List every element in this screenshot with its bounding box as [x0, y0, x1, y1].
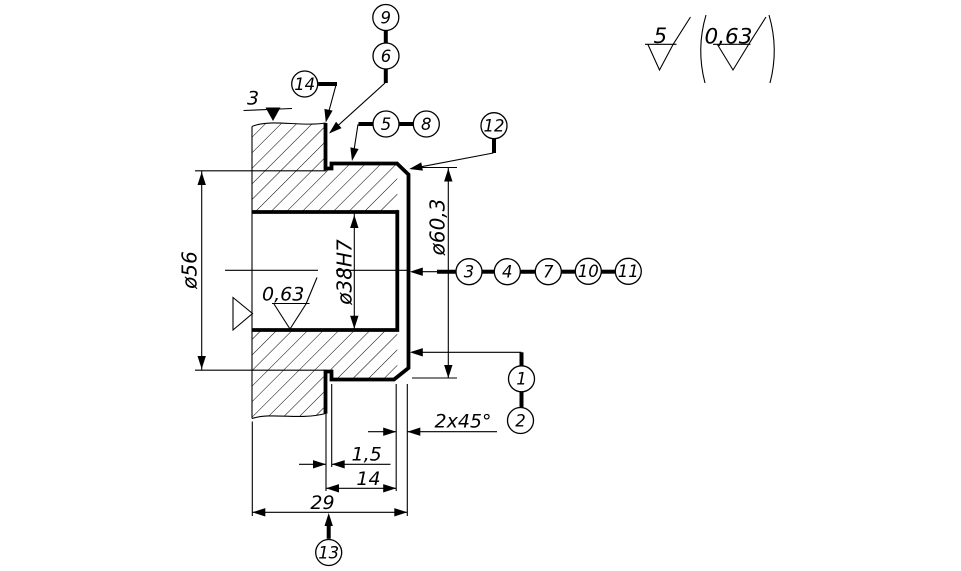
svg-text:11: 11: [618, 262, 639, 281]
balloon-13: 13: [315, 538, 343, 567]
balloon-11: 11: [614, 257, 642, 285]
dim-boss-outer-diameter: ø60,3: [426, 199, 450, 257]
svg-text:8: 8: [421, 115, 432, 134]
svg-text:6: 6: [381, 47, 392, 66]
roughness-bore-value: 0,63: [262, 284, 304, 306]
dim-bore-diameter: ø38H7: [333, 239, 357, 306]
flange-bottom-break-edge: [251, 412, 326, 420]
leader-balloon-6: [329, 82, 386, 134]
roughness-note-general-value: 5: [654, 24, 668, 49]
dim-flange-groove-diameter: ø56: [178, 251, 202, 290]
dimension-texts: ø56 ø38H7 ø60,3 2x45° 1,5 14 29 3 0,63 5…: [178, 24, 753, 514]
dim-chamfer: 2x45°: [434, 411, 491, 433]
svg-text:13: 13: [318, 543, 339, 562]
dim-flange-groove-ext: [195, 170, 327, 371]
dim-boss-length: 14: [356, 468, 380, 490]
allowance-arrow: [265, 107, 281, 121]
balloon-7: 7: [534, 258, 562, 286]
close-paren: [768, 14, 775, 84]
balloon-10: 10: [574, 257, 602, 285]
dim-face-allowance: 3: [247, 88, 259, 110]
dim-overall-length: 29: [310, 492, 334, 514]
general-roughness-note: [645, 14, 775, 84]
bore-outline: [252, 210, 400, 332]
balloon-9: 9: [372, 3, 400, 32]
svg-text:4: 4: [502, 263, 513, 282]
flange-top-break-edge: [251, 122, 326, 128]
balloon-12: 12: [480, 112, 508, 140]
balloon-2: 2: [506, 406, 535, 435]
open-paren: [700, 14, 707, 84]
svg-text:9: 9: [381, 8, 392, 27]
balloon-1: 1: [507, 365, 536, 393]
roughness-note-exception-value: 0,63: [705, 25, 753, 50]
roughness-check-icon: [645, 16, 691, 72]
part-outline: [252, 123, 411, 414]
leader-balloon-12: [410, 152, 494, 170]
balloon-6: 6: [372, 42, 400, 70]
balloon-5: 5: [372, 110, 400, 138]
roughness-check-exception-icon: [713, 16, 767, 72]
balloon-3: 3: [455, 258, 483, 286]
balloon-4: 4: [493, 258, 521, 286]
svg-text:10: 10: [578, 262, 599, 281]
machined-face-triangle-icon: [232, 296, 254, 332]
balloon-14: 14: [291, 70, 319, 98]
arrowheads: [197, 107, 453, 526]
balloons: 1 2 3 4 5 6 7 8: [291, 3, 642, 567]
svg-text:14: 14: [294, 75, 315, 94]
svg-text:3: 3: [464, 263, 475, 282]
balloon-8: 8: [412, 110, 440, 138]
machined-profile: [323, 123, 411, 414]
svg-text:1: 1: [516, 370, 527, 389]
balloon-connectors: [318, 30, 616, 539]
ext-verticals-bottom: [251, 384, 408, 516]
svg-text:2: 2: [515, 411, 526, 430]
svg-text:12: 12: [484, 117, 505, 136]
svg-text:7: 7: [543, 263, 554, 282]
dim-groove-width: 1,5: [352, 444, 382, 466]
svg-text:5: 5: [381, 115, 392, 134]
dim-boss-od-ext: [412, 166, 457, 379]
